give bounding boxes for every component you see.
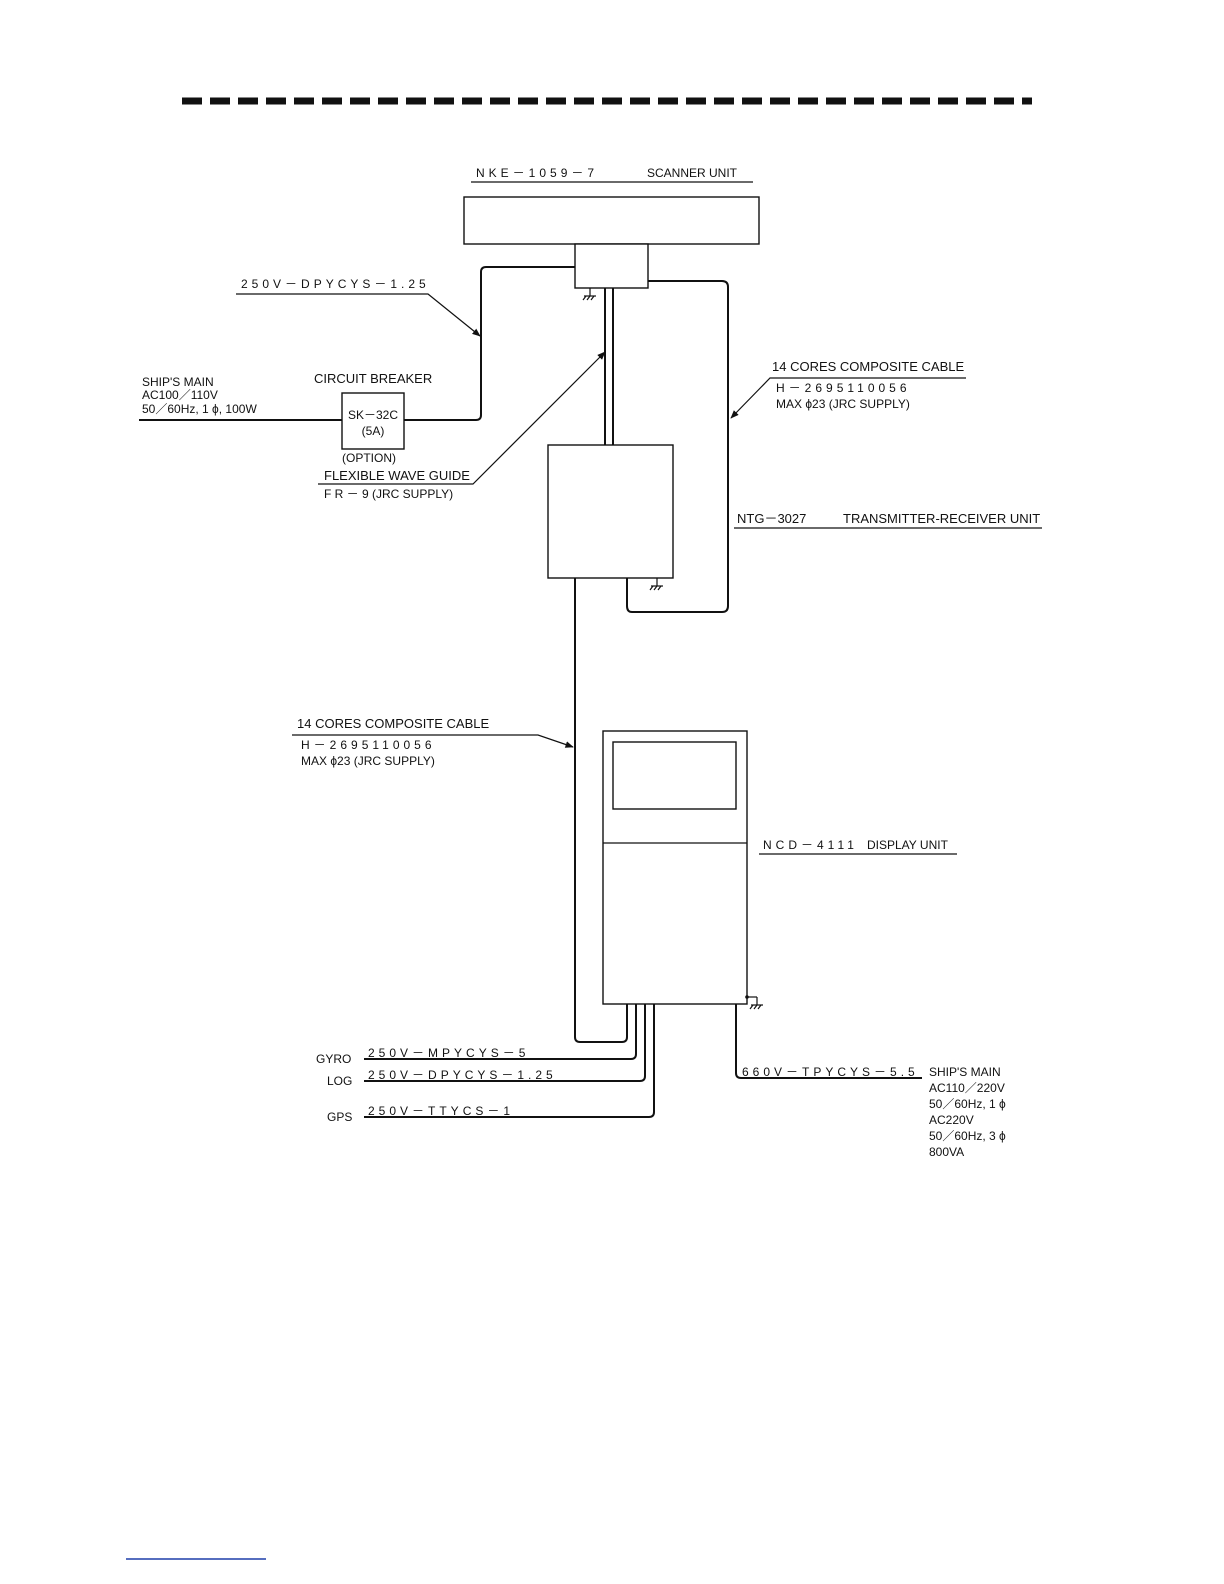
lower-composite-cable (574, 578, 628, 1043)
transceiver-box (547, 444, 674, 579)
gyro-cable (364, 1004, 637, 1060)
ship-main-2-line3: 50／60Hz, 1 ϕ (929, 1097, 1006, 1111)
display-screen (612, 741, 737, 810)
display-power-cable (735, 1004, 922, 1079)
lower-cable-spec: MAX ϕ23 (JRC SUPPLY) (301, 754, 435, 768)
transceiver-ground-icon (649, 578, 663, 591)
ship-main-1-line1: SHIP'S MAIN (142, 375, 214, 389)
upper-cable-leader (730, 377, 966, 419)
scanner-power-cable-label: 250V－DPYCYS－1.25 (241, 277, 430, 291)
waveguide-label: FLEXIBLE WAVE GUIDE (324, 468, 470, 483)
ship-main-1-line2: AC100／110V (142, 388, 218, 402)
scanner-power-cable (404, 266, 575, 421)
upper-composite-cable (626, 280, 729, 613)
log-cable-label: 250V－DPYCYS－1.25 (368, 1068, 557, 1082)
upper-cable-title: 14 CORES COMPOSITE CABLE (772, 359, 964, 374)
lower-cable-title: 14 CORES COMPOSITE CABLE (297, 716, 489, 731)
gyro-cable-label: 250V－MPYCYS－5 (368, 1046, 529, 1060)
ship-main-2-line5: 50／60Hz, 3 ϕ (929, 1129, 1006, 1143)
scanner-model: NKE－1059－7 (476, 166, 598, 180)
scanner-name: SCANNER UNIT (647, 166, 738, 180)
log-label: LOG (327, 1074, 352, 1088)
upper-cable-part: H－2695110056 (776, 381, 911, 395)
display-model: NCD－4111 (763, 838, 858, 852)
breaker-model: SK－32C (348, 408, 398, 422)
display-power-cable-label: 660V－TPYCYS－5.5 (742, 1065, 919, 1079)
log-cable (364, 1004, 646, 1082)
ship-main-2-line1: SHIP'S MAIN (929, 1065, 1001, 1079)
gps-label: GPS (327, 1110, 352, 1124)
gps-cable-label: 250V－TTYCS－1 (368, 1104, 514, 1118)
breaker-note: (OPTION) (342, 451, 396, 465)
display-ground-icon (745, 995, 763, 1010)
scanner-ground-icon (582, 288, 596, 301)
ship-main-2-line4: AC220V (929, 1113, 974, 1127)
scanner-pedestal-box (574, 243, 649, 289)
scanner-antenna-box (463, 196, 760, 245)
lower-cable-part: H－2695110056 (301, 738, 436, 752)
waveguide-model: F R － 9 (JRC SUPPLY) (324, 487, 453, 501)
scanner-power-leader (236, 293, 481, 337)
breaker-title: CIRCUIT BREAKER (314, 371, 432, 386)
gps-cable (364, 1004, 655, 1118)
transceiver-name: TRANSMITTER-RECEIVER UNIT (843, 511, 1040, 526)
transceiver-model: NTG－3027 (737, 511, 806, 526)
gyro-label: GYRO (316, 1052, 351, 1066)
ship-main-1-line3: 50／60Hz, 1 ϕ, 100W (142, 402, 257, 416)
display-name: DISPLAY UNIT (867, 838, 949, 852)
ship-main-2-line2: AC110／220V (929, 1081, 1005, 1095)
ship-main-2-line6: 800VA (929, 1145, 964, 1159)
lower-cable-leader (292, 734, 574, 748)
upper-cable-spec: MAX ϕ23 (JRC SUPPLY) (776, 397, 910, 411)
waveguide (604, 288, 614, 445)
breaker-rating: (5A) (362, 424, 385, 438)
waveguide-leader (318, 351, 606, 485)
